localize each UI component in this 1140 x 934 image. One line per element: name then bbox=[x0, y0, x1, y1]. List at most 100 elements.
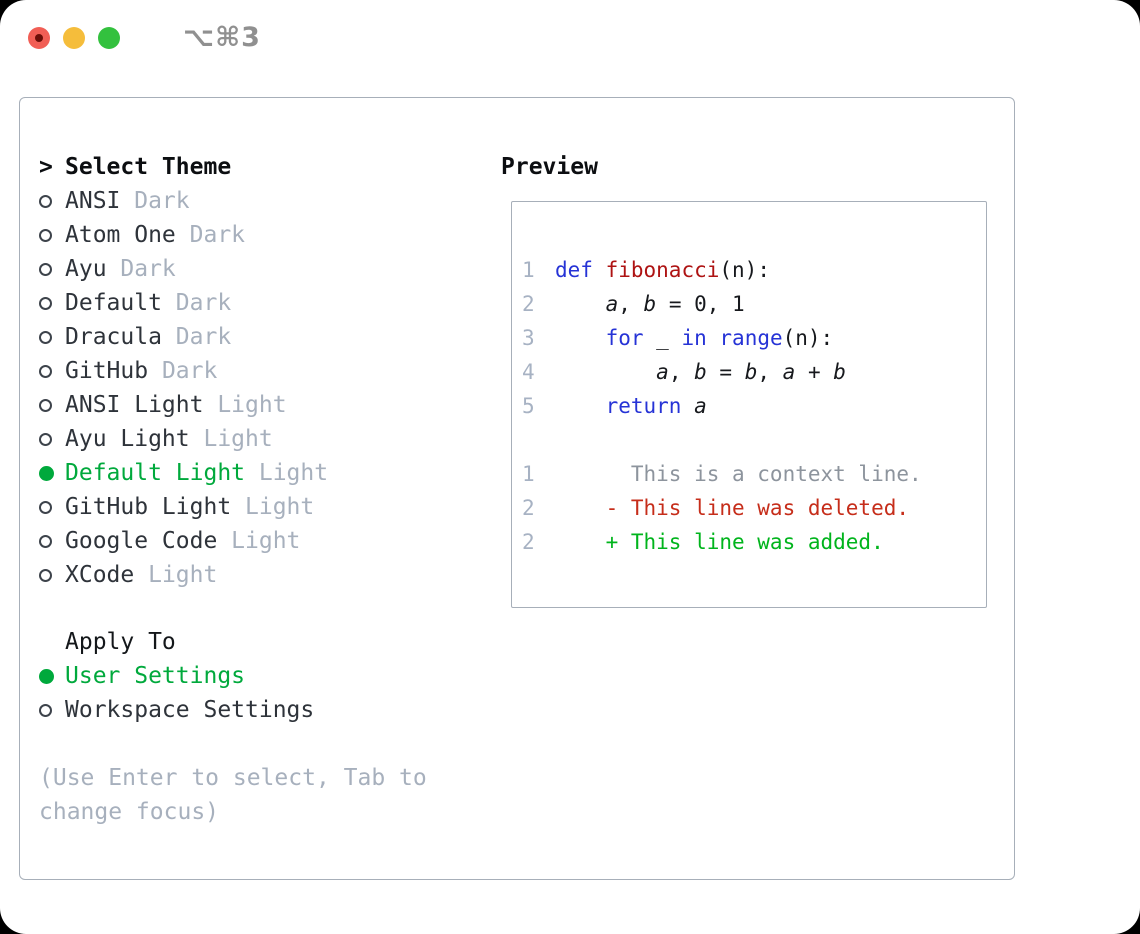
radio-selected-icon bbox=[39, 465, 54, 481]
select-theme-header-row: > Select Theme bbox=[39, 150, 328, 184]
diff-text: + This line was added. bbox=[555, 530, 884, 554]
preview-title: Preview bbox=[501, 154, 598, 180]
radio-icon bbox=[39, 398, 52, 412]
code-token: = bbox=[706, 360, 745, 384]
radio-slot bbox=[39, 668, 65, 684]
apply-option[interactable]: Workspace Settings bbox=[39, 693, 314, 727]
line-number: 2 bbox=[522, 496, 535, 520]
theme-variant: Light bbox=[231, 528, 301, 554]
line-number: 4 bbox=[522, 360, 535, 384]
theme-option[interactable]: Default Dark bbox=[39, 286, 328, 320]
radio-selected-icon bbox=[39, 668, 54, 684]
code-token bbox=[555, 360, 656, 384]
line-number: 5 bbox=[522, 394, 535, 418]
apply-to-header-row: Apply To bbox=[39, 625, 314, 659]
diff-line-context: 1 This is a context line. bbox=[522, 457, 986, 491]
hint-text: (Use Enter to select, Tab to change focu… bbox=[39, 765, 427, 825]
code-token: (n): bbox=[782, 326, 834, 350]
theme-option[interactable]: GitHub Light Light bbox=[39, 490, 328, 524]
code-token: a bbox=[605, 292, 619, 316]
code-token: b bbox=[643, 292, 657, 316]
radio-slot bbox=[39, 228, 65, 242]
line-number: 1 bbox=[522, 258, 535, 282]
diff-line-deleted: 2 - This line was deleted. bbox=[522, 491, 986, 525]
theme-name: GitHub bbox=[65, 358, 149, 384]
code-text: a, b = 0, 1 bbox=[555, 287, 745, 321]
line-number: 1 bbox=[522, 462, 535, 486]
radio-slot bbox=[39, 432, 65, 446]
theme-name: Default bbox=[65, 290, 162, 316]
radio-icon bbox=[39, 534, 52, 548]
code-line: 4 a, b = b, a + b bbox=[522, 355, 986, 389]
code-token: for bbox=[605, 326, 644, 350]
code-text: return a bbox=[555, 389, 707, 423]
theme-variant: Light bbox=[203, 426, 273, 452]
theme-variant: Dark bbox=[189, 222, 246, 248]
theme-name: GitHub Light bbox=[65, 494, 232, 520]
zoom-button[interactable] bbox=[98, 27, 120, 49]
theme-name: ANSI bbox=[65, 188, 121, 214]
diff-preview: 1 This is a context line.2 - This line w… bbox=[522, 457, 986, 559]
code-token bbox=[555, 394, 606, 418]
radio-slot bbox=[39, 703, 65, 717]
radio-slot bbox=[39, 262, 65, 276]
theme-variant: Dark bbox=[120, 256, 176, 282]
code-text: a, b = b, a + b bbox=[555, 355, 846, 389]
code-token: a bbox=[656, 360, 669, 384]
code-token: fibonacci bbox=[605, 258, 720, 282]
theme-name: Dracula bbox=[65, 324, 162, 350]
code-token: + bbox=[795, 360, 834, 384]
radio-slot bbox=[39, 534, 65, 548]
close-button[interactable] bbox=[28, 27, 50, 49]
code-token: range bbox=[719, 326, 783, 350]
radio-icon bbox=[39, 296, 52, 310]
radio-icon bbox=[39, 194, 52, 208]
apply-option[interactable]: User Settings bbox=[39, 659, 314, 693]
radio-icon bbox=[39, 568, 52, 582]
theme-variant: Light bbox=[148, 562, 218, 588]
theme-name: Atom One bbox=[65, 222, 176, 248]
code-token: return bbox=[605, 394, 682, 418]
code-token: = 0, 1 bbox=[656, 292, 745, 316]
theme-variant: Light bbox=[217, 392, 287, 418]
window-title: ⌥⌘3 bbox=[183, 22, 261, 53]
radio-slot bbox=[39, 398, 65, 412]
theme-variant: Dark bbox=[175, 290, 232, 316]
prompt-icon: > bbox=[39, 154, 53, 180]
radio-icon bbox=[39, 262, 52, 276]
code-line: 2 a, b = 0, 1 bbox=[522, 287, 986, 321]
theme-option[interactable]: ANSI Light Light bbox=[39, 388, 328, 422]
apply-to-title: Apply To bbox=[65, 629, 176, 655]
theme-name: ANSI Light bbox=[65, 392, 204, 418]
radio-slot bbox=[39, 194, 65, 208]
line-number: 2 bbox=[522, 530, 535, 554]
code-token: a bbox=[694, 394, 707, 418]
code-token: , bbox=[757, 360, 783, 384]
theme-variant: Light bbox=[245, 494, 315, 520]
minimize-button[interactable] bbox=[63, 27, 85, 49]
code-token: b bbox=[833, 360, 846, 384]
unsaved-changes-dot-icon bbox=[35, 34, 43, 42]
diff-text: This is a context line. bbox=[555, 462, 922, 486]
code-line: 5 return a bbox=[522, 389, 986, 423]
blank-line bbox=[522, 423, 986, 457]
radio-icon bbox=[39, 432, 52, 446]
theme-option[interactable]: Atom One Dark bbox=[39, 218, 328, 252]
diff-line-added: 2 + This line was added. bbox=[522, 525, 986, 559]
